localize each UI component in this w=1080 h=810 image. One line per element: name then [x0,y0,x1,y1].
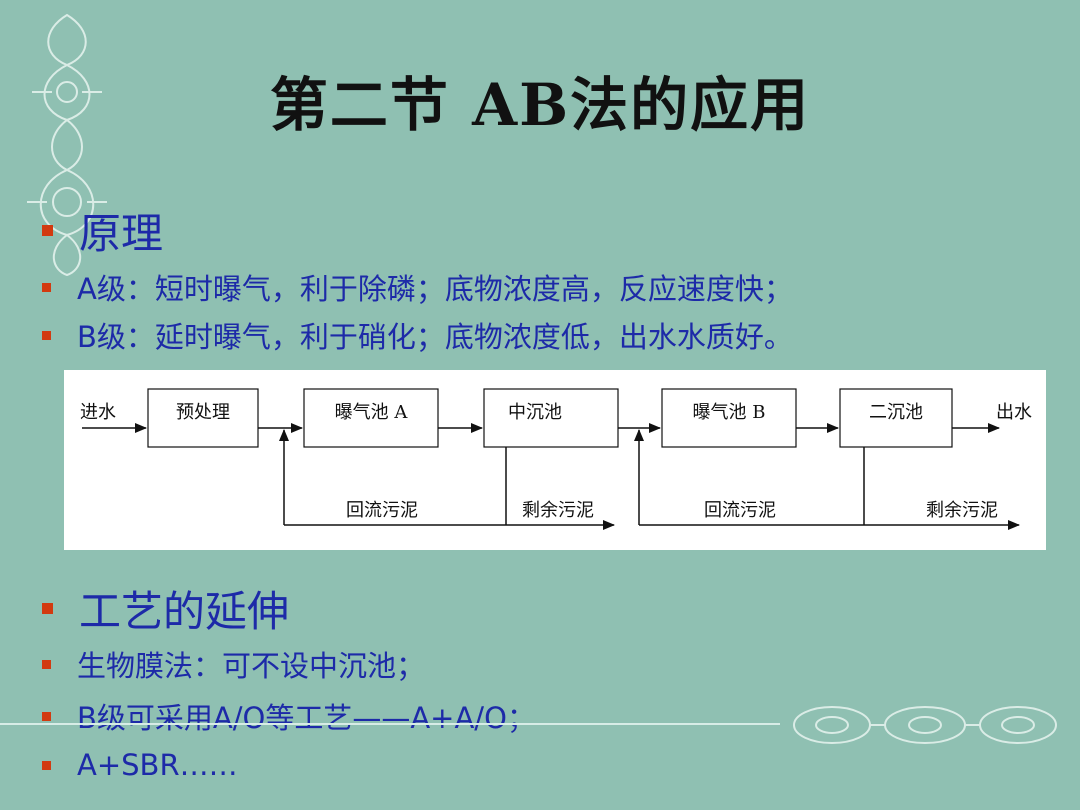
aeration-tank-a-box [303,388,439,448]
section2-heading: 工艺的延伸 [79,587,290,636]
section2-item: 生物膜法：可不设中沉池； [77,649,426,683]
left-ornament [27,13,107,277]
section1-item: A级：短时曝气，利于除磷；底物浓度高，反应速度快； [77,272,793,306]
pretreatment-box [147,388,259,448]
return-sludge-label: 回流污泥 [346,500,418,521]
list-item: B级可采用A/O等工艺——A+A/O； [42,695,536,737]
list-item: A+SBR…… [42,748,238,782]
list-item: B级：延时曝气，利于硝化；底物浓度低，出水水质好。 [42,314,793,356]
list-item: A级：短时曝气，利于除磷；底物浓度高，反应速度快； [42,266,793,308]
aeration-tank-b-label: 曝气池 B [693,402,766,423]
intermediate-clarifier-box [483,388,619,448]
aeration-tank-a-label: 曝气池 A [335,402,409,423]
bullet-square-icon [42,760,51,770]
bottom-right-ornament [793,706,1057,744]
divider-line [0,723,780,725]
intermediate-clarifier-label: 中沉池 [508,402,562,423]
outlet-label: 出水 [996,402,1032,423]
inlet-label: 进水 [80,402,116,423]
bullet-square-icon [42,330,51,340]
section2-heading-row: 工艺的延伸 [42,578,289,639]
bullet-square-icon [42,711,51,721]
bullet-square-icon [42,225,53,236]
page-title: 第二节 AB法的应用 [269,71,811,139]
section1-heading-row: 原理 [42,200,163,261]
excess-sludge-label: 剩余污泥 [522,500,594,521]
pretreatment-label: 预处理 [176,402,230,423]
flow-diagram-svg: 进水 预处理 曝气池 A 中沉池 曝气池 B 二沉池 出水 [80,388,1032,530]
return-sludge-label: 回流污泥 [704,500,776,521]
aeration-tank-b-box [661,388,797,448]
list-item: 生物膜法：可不设中沉池； [42,643,425,685]
section2-item: A+SBR…… [77,748,238,782]
section1-heading: 原理 [79,209,164,258]
bullet-square-icon [42,659,51,669]
bullet-square-icon [42,603,53,614]
secondary-clarifier-box [839,388,953,448]
excess-sludge-label: 剩余污泥 [926,500,998,521]
section2-item: B级可采用A/O等工艺——A+A/O； [77,701,536,735]
section1-item: B级：延时曝气，利于硝化；底物浓度低，出水水质好。 [77,320,793,354]
process-flow-diagram: 进水 预处理 曝气池 A 中沉池 曝气池 B 二沉池 出水 [64,370,1046,550]
bullet-square-icon [42,282,51,292]
secondary-clarifier-label: 二沉池 [869,402,923,423]
